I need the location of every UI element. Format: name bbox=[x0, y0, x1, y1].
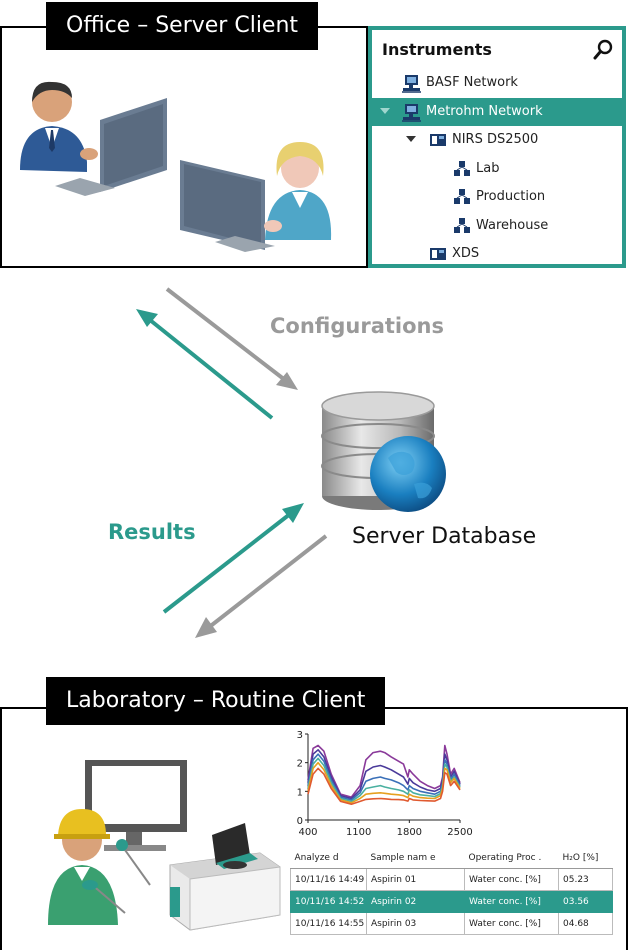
location-icon bbox=[454, 160, 470, 176]
cell-sample: Aspirin 01 bbox=[366, 868, 465, 891]
column-header-sample-name[interactable]: Sample nam e bbox=[366, 848, 465, 869]
tree-item-label: NIRS DS2500 bbox=[452, 132, 539, 147]
tree-item-label: XDS bbox=[452, 246, 480, 261]
cell-procedure: Water conc. [%] bbox=[464, 890, 559, 913]
location-icon bbox=[454, 189, 470, 204]
tree-item-label: Production bbox=[476, 189, 546, 204]
column-header-operating-procedure[interactable]: Operating Proc . bbox=[464, 848, 559, 869]
configurations-arrow-down bbox=[165, 287, 287, 382]
spectra-chart: 0 1 2 3 400 1100 1800 2500 bbox=[297, 730, 473, 838]
y-tick-label: 1 bbox=[297, 787, 303, 798]
tree-item-lab[interactable]: Lab bbox=[372, 155, 622, 183]
y-tick-label: 2 bbox=[297, 759, 303, 770]
configurations-arrow-to-lab bbox=[206, 534, 328, 630]
location-icon bbox=[454, 217, 470, 233]
configurations-arrowhead-lab bbox=[195, 617, 217, 638]
chevron-down-icon[interactable] bbox=[406, 136, 416, 142]
spectrum-line-2 bbox=[307, 749, 461, 800]
cell-sample: Aspirin 02 bbox=[366, 890, 465, 913]
instrument-icon bbox=[430, 134, 446, 146]
cell-value: 04.68 bbox=[558, 912, 613, 935]
office-users-illustration bbox=[20, 81, 332, 252]
cell-date: 10/11/16 14:52 bbox=[290, 890, 367, 913]
cell-value: 03.56 bbox=[558, 890, 613, 913]
column-header-analyzed[interactable]: Analyze d bbox=[290, 848, 367, 869]
tree-item-metrohm-network[interactable]: Metrohm Network bbox=[372, 97, 622, 126]
y-tick-label: 3 bbox=[297, 730, 303, 741]
tree-item-label: Metrohm Network bbox=[426, 103, 543, 119]
spectrum-line-6 bbox=[307, 767, 461, 805]
table-row[interactable]: 10/11/16 14:49 Aspirin 01 Water conc. [%… bbox=[290, 868, 613, 891]
network-icon bbox=[402, 75, 421, 93]
database-icon bbox=[321, 391, 446, 512]
results-label: Results bbox=[108, 520, 196, 544]
tree-item-label: BASF Network bbox=[426, 75, 518, 90]
tree-item-label: Warehouse bbox=[476, 217, 549, 233]
cell-date: 10/11/16 14:49 bbox=[290, 868, 367, 891]
x-tick-label: 2500 bbox=[447, 827, 472, 838]
results-arrow-to-office bbox=[148, 318, 274, 420]
tree-item-warehouse[interactable]: Warehouse bbox=[372, 212, 622, 240]
lab-worker-illustration bbox=[48, 760, 281, 931]
configurations-label: Configurations bbox=[270, 314, 444, 338]
spectrum-line-4 bbox=[307, 757, 461, 803]
tree-item-xds[interactable]: XDS bbox=[372, 240, 622, 268]
tree-item-basf-network[interactable]: BASF Network bbox=[372, 69, 622, 97]
cell-date: 10/11/16 14:55 bbox=[290, 912, 367, 935]
column-header-h2o[interactable]: H₂O [%] bbox=[558, 848, 613, 869]
results-table: Analyze d Sample nam e Operating Proc . … bbox=[290, 848, 613, 935]
chevron-down-icon[interactable] bbox=[380, 107, 390, 114]
configurations-arrowhead bbox=[276, 372, 298, 390]
instruments-header: Instruments bbox=[372, 30, 622, 68]
tree-item-production[interactable]: Production bbox=[372, 183, 622, 211]
lab-title: Laboratory – Routine Client bbox=[46, 677, 386, 725]
results-arrowhead-office bbox=[136, 309, 158, 327]
tree-item-label: Lab bbox=[476, 160, 500, 176]
x-tick-label: 1800 bbox=[397, 827, 422, 838]
instrument-icon bbox=[430, 248, 446, 260]
cell-procedure: Water conc. [%] bbox=[464, 912, 559, 935]
search-icon[interactable] bbox=[592, 39, 614, 61]
y-tick-label: 0 bbox=[297, 816, 303, 827]
tree-item-nirs-ds2500[interactable]: NIRS DS2500 bbox=[372, 126, 622, 154]
cell-procedure: Water conc. [%] bbox=[464, 868, 559, 891]
network-icon bbox=[402, 103, 421, 122]
table-row-selected[interactable]: 10/11/16 14:52 Aspirin 02 Water conc. [%… bbox=[290, 890, 613, 913]
results-arrow-to-server bbox=[162, 512, 292, 614]
results-arrowhead-server bbox=[282, 503, 304, 523]
x-tick-label: 1100 bbox=[346, 827, 371, 838]
x-tick-label: 400 bbox=[298, 827, 317, 838]
cell-sample: Aspirin 03 bbox=[366, 912, 465, 935]
results-table-header: Analyze d Sample nam e Operating Proc . … bbox=[290, 848, 613, 869]
server-database-label: Server Database bbox=[352, 524, 537, 549]
office-title: Office – Server Client bbox=[46, 2, 319, 50]
instruments-title: Instruments bbox=[382, 40, 492, 59]
table-row[interactable]: 10/11/16 14:55 Aspirin 03 Water conc. [%… bbox=[290, 912, 613, 935]
cell-value: 05.23 bbox=[558, 868, 613, 891]
